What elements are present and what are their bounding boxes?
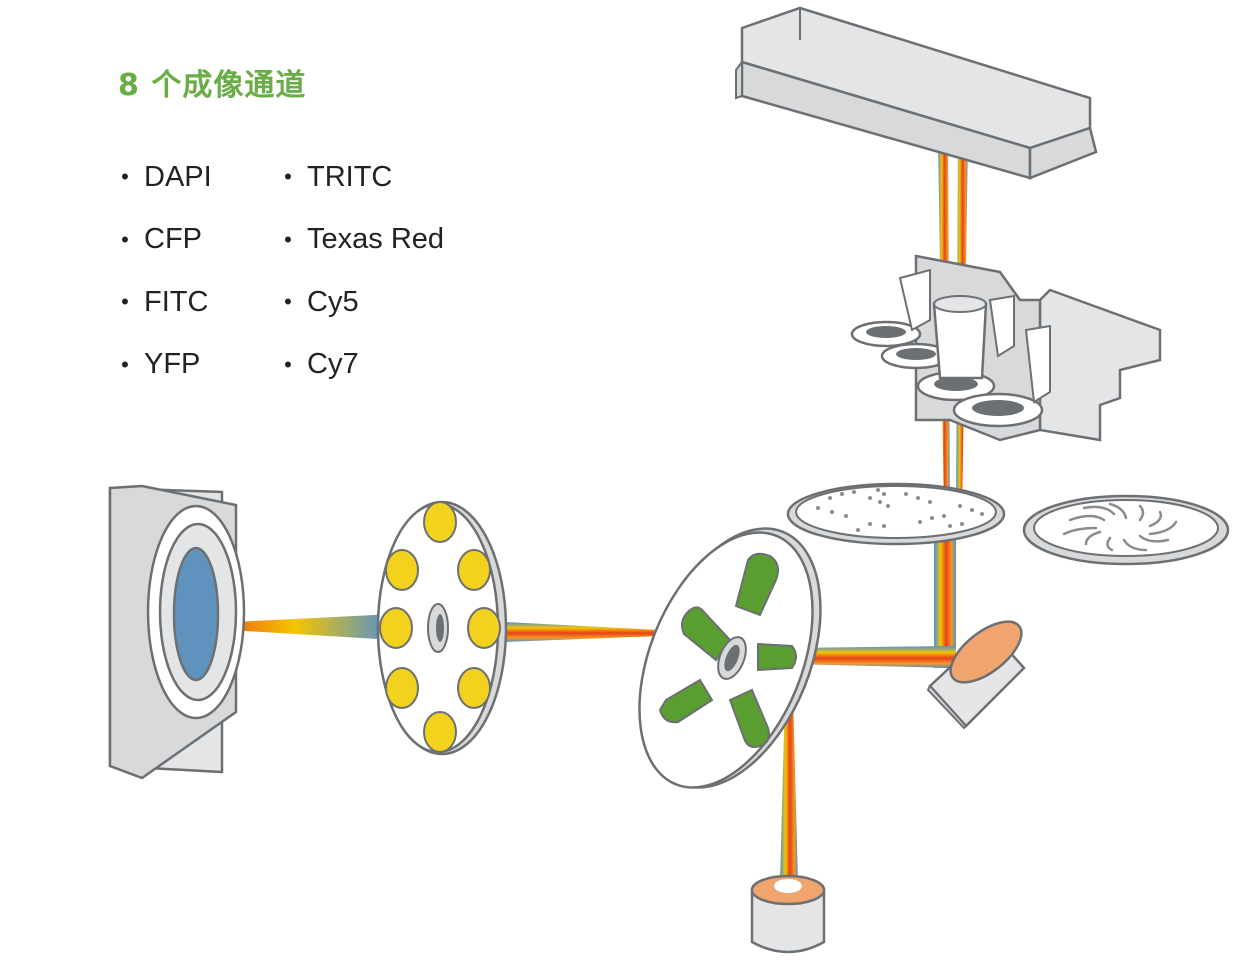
- channel-item: • FITC: [114, 271, 212, 334]
- objective-lens: [932, 302, 988, 380]
- excitation-filter-wheel: [376, 500, 508, 756]
- beam-down-to-mirror: [934, 540, 956, 668]
- beam-excitation-to-emission: [505, 622, 660, 642]
- emission-filter-wheel: [638, 527, 822, 789]
- filter-slot: [385, 549, 419, 591]
- channel-label: FITC: [144, 285, 209, 318]
- channel-label: Cy5: [307, 285, 359, 318]
- filter-slot: [658, 678, 714, 724]
- bullet-icon: •: [121, 164, 129, 190]
- channel-label: TRITC: [307, 160, 393, 193]
- channel-list-left: • DAPI • CFP • FITC • YFP: [114, 146, 212, 396]
- filter-slot: [467, 607, 501, 649]
- filter-slot: [734, 552, 779, 617]
- bullet-icon: •: [284, 226, 292, 252]
- bullet-icon: •: [284, 351, 292, 377]
- filter-slot: [423, 501, 457, 543]
- sample-plate-slots: [1022, 494, 1230, 566]
- filter-slot: [728, 688, 770, 748]
- channel-label: CFP: [144, 223, 202, 256]
- illumination-array: [735, 6, 1098, 180]
- channel-item: • Cy7: [277, 334, 444, 397]
- filter-slot: [457, 549, 491, 591]
- channel-item: • TRITC: [277, 146, 444, 209]
- beam-sensor-to-excitation: [195, 614, 395, 640]
- beam-mirror-to-emission: [790, 646, 956, 668]
- filter-slot: [457, 667, 491, 709]
- channel-item: • YFP: [114, 334, 212, 397]
- objective-turret: [850, 254, 1162, 442]
- bullet-icon: •: [121, 226, 129, 252]
- bullet-icon: •: [284, 289, 292, 315]
- filter-slot: [423, 711, 457, 753]
- channel-list-right: • TRITC • Texas Red • Cy5 • Cy7: [277, 146, 444, 396]
- channel-label: Texas Red: [307, 223, 445, 256]
- sensor-window: [172, 546, 220, 682]
- light-source: [750, 874, 826, 954]
- filter-slot: [379, 607, 413, 649]
- channel-item: • Texas Red: [277, 209, 444, 272]
- filter-slot: [757, 642, 797, 672]
- camera-sensor: [108, 484, 246, 780]
- bullet-icon: •: [284, 164, 292, 190]
- channel-label: Cy7: [307, 348, 359, 381]
- bullet-icon: •: [121, 351, 129, 377]
- channel-item: • DAPI: [114, 146, 212, 209]
- filter-slot: [385, 667, 419, 709]
- channel-item: • Cy5: [277, 271, 444, 334]
- sample-plate-dots: [786, 482, 1006, 546]
- dichroic-mirror: [926, 620, 1026, 730]
- page-title: 8 个成像通道: [118, 68, 307, 103]
- channel-label: DAPI: [144, 160, 212, 193]
- channel-item: • CFP: [114, 209, 212, 272]
- channel-label: YFP: [144, 348, 201, 381]
- bullet-icon: •: [121, 289, 129, 315]
